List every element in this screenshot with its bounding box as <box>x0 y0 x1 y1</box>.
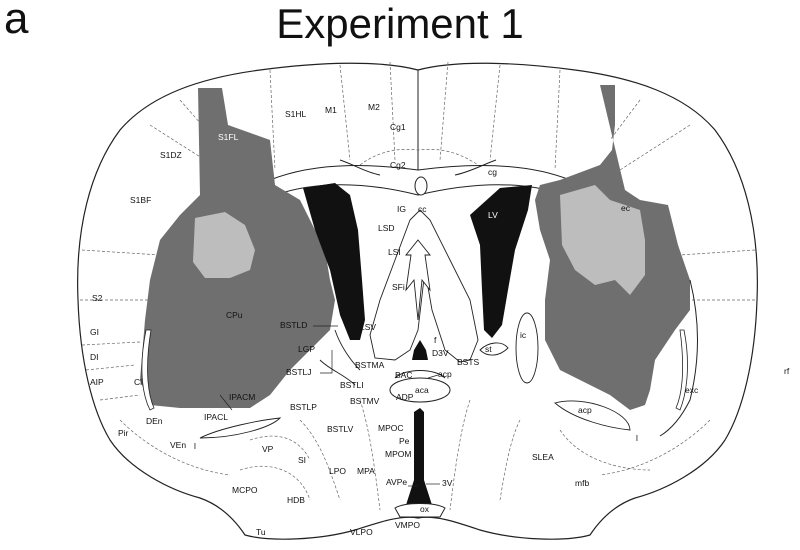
label-AIP: AIP <box>90 377 104 387</box>
label-IG: IG <box>397 204 406 214</box>
label-f: f <box>434 335 437 345</box>
label-acp-right: acp <box>578 405 592 415</box>
label-DEn: DEn <box>146 416 163 426</box>
label-ic: ic <box>520 330 527 340</box>
label-LGP: LGP <box>298 344 315 354</box>
label-VMPO: VMPO <box>395 520 420 530</box>
label-Cg1: Cg1 <box>390 122 406 132</box>
label-mfb: mfb <box>575 478 589 488</box>
lateral-ventricle-right <box>470 185 532 338</box>
bst-left-fibers-2 <box>319 359 356 386</box>
label-HDB: HDB <box>287 495 305 505</box>
claustrum-left <box>141 329 155 411</box>
label-l-left: l <box>194 441 196 451</box>
label-GI: GI <box>90 327 99 337</box>
label-Cl: Cl <box>134 377 142 387</box>
label-BSTLV: BSTLV <box>327 424 354 434</box>
acp-band <box>394 370 446 379</box>
label-LV: LV <box>488 210 498 220</box>
septal-outline <box>369 209 479 363</box>
label-cg: cg <box>488 167 497 177</box>
lesion-core-left <box>193 212 255 278</box>
label-SI: SI <box>298 455 306 465</box>
cortical-boundaries <box>80 61 756 511</box>
anterior-commissure <box>389 377 451 403</box>
label-MPOC: MPOC <box>378 423 404 433</box>
label-BSTMA: BSTMA <box>355 360 385 370</box>
label-BSTMV: BSTMV <box>350 396 380 406</box>
panel-letter: a <box>4 0 29 43</box>
label-acp: acp <box>438 369 452 379</box>
cingulum-right <box>454 159 497 176</box>
leader-lines <box>219 325 440 487</box>
label-Tu: Tu <box>256 527 266 537</box>
label-IPACM: IPACM <box>229 392 255 402</box>
label-SLEA: SLEA <box>532 452 554 462</box>
label-D3V: D3V <box>432 348 449 358</box>
stria-terminalis <box>479 342 509 356</box>
label-l-right: l <box>636 433 638 443</box>
label-cc: cc <box>418 204 427 214</box>
septal-inner <box>405 239 431 321</box>
label-VLPO: VLPO <box>350 527 373 537</box>
region-labels: S1HL M1 M2 Cg1 Cg2 S1FL S1DZ S1BF cg IG … <box>90 102 790 537</box>
cingulum-left <box>339 159 381 176</box>
label-ox: ox <box>420 504 430 514</box>
label-AVPe: AVPe <box>386 477 407 487</box>
label-MPOM: MPOM <box>385 449 411 459</box>
label-LSI: LSI <box>388 247 401 257</box>
label-MCPO: MCPO <box>232 485 258 495</box>
label-BAC: BAC <box>395 370 412 380</box>
label-DI: DI <box>90 352 99 362</box>
label-S1DZ: S1DZ <box>160 150 182 160</box>
dorsal-third-ventricle <box>412 340 428 360</box>
bst-left-fibers <box>334 329 361 371</box>
label-LSV: LSV <box>360 322 376 332</box>
label-MPA: MPA <box>357 466 375 476</box>
label-aca: aca <box>415 385 429 395</box>
label-CPu: CPu <box>226 310 243 320</box>
label-BSTLJ: BSTLJ <box>286 367 312 377</box>
label-S2: S2 <box>92 293 103 303</box>
label-M1: M1 <box>325 105 337 115</box>
label-SFi: SFi <box>392 282 405 292</box>
external-capsule-right <box>659 279 698 437</box>
acp-left <box>199 417 282 439</box>
optic-chiasm <box>394 503 446 518</box>
label-BSTLP: BSTLP <box>290 402 317 412</box>
label-S1HL: S1HL <box>285 109 307 119</box>
label-BSTS: BSTS <box>457 357 480 367</box>
label-VP: VP <box>262 444 274 454</box>
internal-capsule <box>515 312 539 384</box>
label-st: st <box>485 344 492 354</box>
label-Pir: Pir <box>118 428 129 438</box>
label-S1FL: S1FL <box>218 132 239 142</box>
label-BSTLD: BSTLD <box>280 320 307 330</box>
acp-right <box>554 400 631 431</box>
cc-ellipse <box>414 176 428 196</box>
figure-title: Experiment 1 <box>276 0 524 47</box>
label-M2: M2 <box>368 102 380 112</box>
label-LSD: LSD <box>378 223 395 233</box>
label-3V: 3V <box>442 478 453 488</box>
label-LPO: LPO <box>329 466 346 476</box>
lateral-ventricle-left <box>303 183 365 340</box>
label-ADP: ADP <box>396 392 414 402</box>
label-Pe: Pe <box>399 436 410 446</box>
lesion-core-right <box>560 185 645 295</box>
label-rf: rf <box>784 366 790 376</box>
label-IPACL: IPACL <box>204 412 228 422</box>
third-ventricle <box>406 408 432 510</box>
claustrum-right <box>675 329 688 411</box>
label-exc: exc <box>685 385 699 395</box>
label-BSTLI: BSTLI <box>340 380 364 390</box>
label-ec: ec <box>621 203 631 213</box>
label-Cg2: Cg2 <box>390 160 406 170</box>
label-VEn: VEn <box>170 440 186 450</box>
label-S1BF: S1BF <box>130 195 151 205</box>
